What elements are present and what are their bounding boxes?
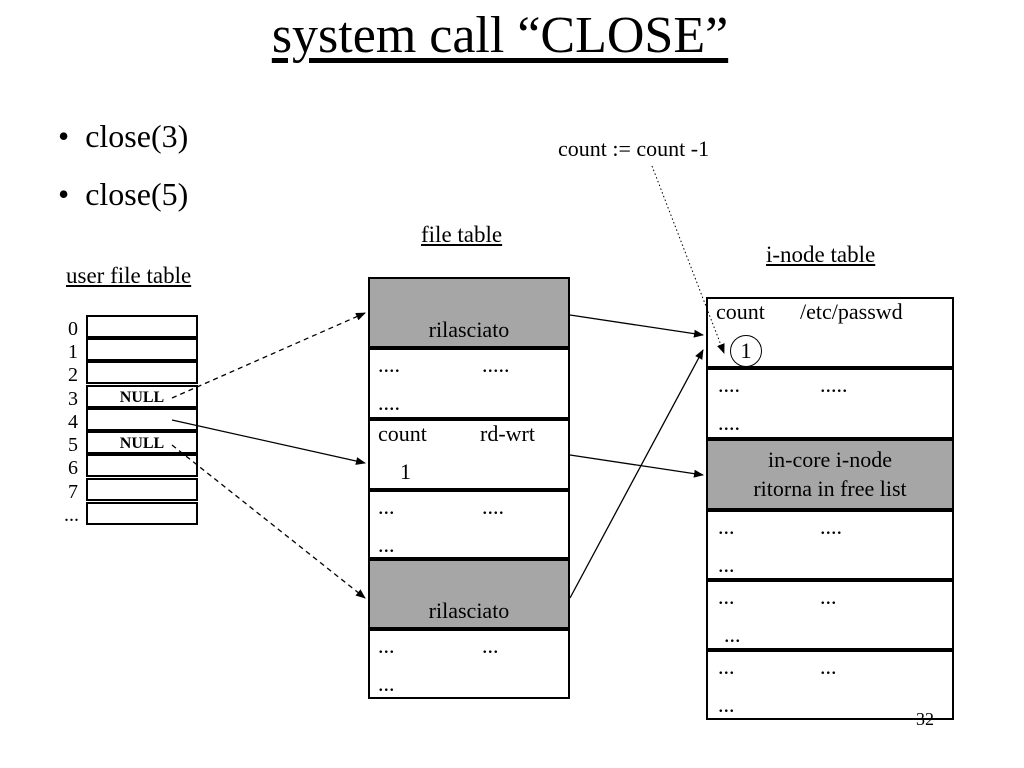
inode-entry-4: ... .... ... <box>706 510 954 580</box>
uft-index-3: 3 <box>68 388 78 410</box>
in-e6-c3: ... <box>718 692 735 717</box>
ft-count-header: count <box>378 421 427 446</box>
inode-count-header: count <box>716 299 765 324</box>
in-e4-c3: ... <box>718 552 735 577</box>
page-number: 32 <box>916 709 934 729</box>
arrow-released2-to-inode <box>569 349 704 599</box>
uft-cell-4 <box>86 408 198 431</box>
in-e2-c1: .... <box>718 372 740 397</box>
released-label-1: rilasciato <box>428 317 510 342</box>
ft-e2-c3: .... <box>378 390 400 415</box>
arrow-fd3-to-released <box>171 312 366 399</box>
user-file-table-caption: user file table <box>66 263 192 288</box>
uft-cell-1 <box>86 338 198 361</box>
uft-index-1: 1 <box>68 341 78 363</box>
inode-entry-6: ... ... ... <box>706 650 954 720</box>
uft-index-2: 2 <box>68 364 78 386</box>
released-label-2: rilasciato <box>428 598 510 623</box>
uft-index-7: 7 <box>68 481 78 503</box>
inode-entry-5: ... ... ... <box>706 580 954 650</box>
uft-index-5: 5 <box>68 434 78 456</box>
in-e6-c1: ... <box>718 654 735 679</box>
annotation-pointer <box>651 165 725 354</box>
ft-e6-c2: ... <box>482 633 499 658</box>
inode-freed-line1: in-core i-node <box>768 447 892 472</box>
ft-e6-c1: ... <box>378 633 395 658</box>
in-e4-c2: .... <box>820 514 842 539</box>
arrow-file-entry-to-incore-inode <box>569 454 704 478</box>
arrow-fd5-to-released <box>171 444 366 599</box>
bullet-1: • close(3) <box>58 118 189 154</box>
ft-rdwrt-header: rd-wrt <box>480 421 535 446</box>
uft-index-0: 0 <box>68 318 78 340</box>
uft-cell-2 <box>86 361 198 384</box>
in-e5-c3: ... <box>724 622 741 647</box>
file-table-caption: file table <box>421 222 503 247</box>
uft-index-4: 4 <box>68 411 78 433</box>
uft-index-more: ... <box>64 504 79 526</box>
in-e4-c1: ... <box>718 514 735 539</box>
in-e2-c2: ..... <box>820 372 848 397</box>
count-decrement-note: count := count -1 <box>558 136 710 161</box>
bullet-2-text: close(5) <box>85 176 189 212</box>
inode-entry-2: .... ..... .... <box>706 368 954 439</box>
uft-cell-3: NULL <box>86 385 198 408</box>
uft-cell-0 <box>86 315 198 338</box>
in-e5-c1: ... <box>718 584 735 609</box>
ft-count-value: 1 <box>400 459 411 484</box>
file-table-entry-released-1: rilasciato <box>368 277 570 348</box>
file-table-entry-open: count rd-wrt 1 <box>368 419 570 490</box>
uft-index-6: 6 <box>68 457 78 479</box>
ft-e4-c2: .... <box>482 494 504 519</box>
ft-e4-c1: ... <box>378 494 395 519</box>
ft-e2-c2: ..... <box>482 352 510 377</box>
in-e2-c3: .... <box>718 410 740 435</box>
file-table-entry-6: ... ... ... <box>368 629 570 699</box>
arrow-released1-to-inode <box>569 314 704 338</box>
bullet-2: • close(5) <box>58 176 189 212</box>
inode-entry-freed: in-core i-node ritorna in free list <box>706 439 954 510</box>
uft-cell-6 <box>86 454 198 477</box>
in-e6-c2: ... <box>820 654 837 679</box>
bullet-1-text: close(3) <box>85 118 189 154</box>
inode-table-caption: i-node table <box>766 242 876 267</box>
file-table-entry-2: .... ..... .... <box>368 348 570 419</box>
inode-entry-passwd: count /etc/passwd 1 <box>706 297 954 368</box>
inode-count-circled: 1 <box>730 335 762 367</box>
arrow-fd4-to-file-entry <box>171 419 366 465</box>
inode-filename: /etc/passwd <box>800 299 903 324</box>
file-table-entry-released-2: rilasciato <box>368 559 570 629</box>
in-e5-c2: ... <box>820 584 837 609</box>
file-table-entry-4: ... .... ... <box>368 490 570 559</box>
ft-e4-c3: ... <box>378 532 395 557</box>
uft-cell-5: NULL <box>86 431 198 454</box>
uft-cell-8 <box>86 502 198 525</box>
ft-e6-c3: ... <box>378 671 395 696</box>
uft-cell-7 <box>86 478 198 501</box>
slide-title: system call “CLOSE” <box>271 7 729 64</box>
inode-freed-line2: ritorna in free list <box>753 476 907 501</box>
ft-e2-c1: .... <box>378 352 400 377</box>
